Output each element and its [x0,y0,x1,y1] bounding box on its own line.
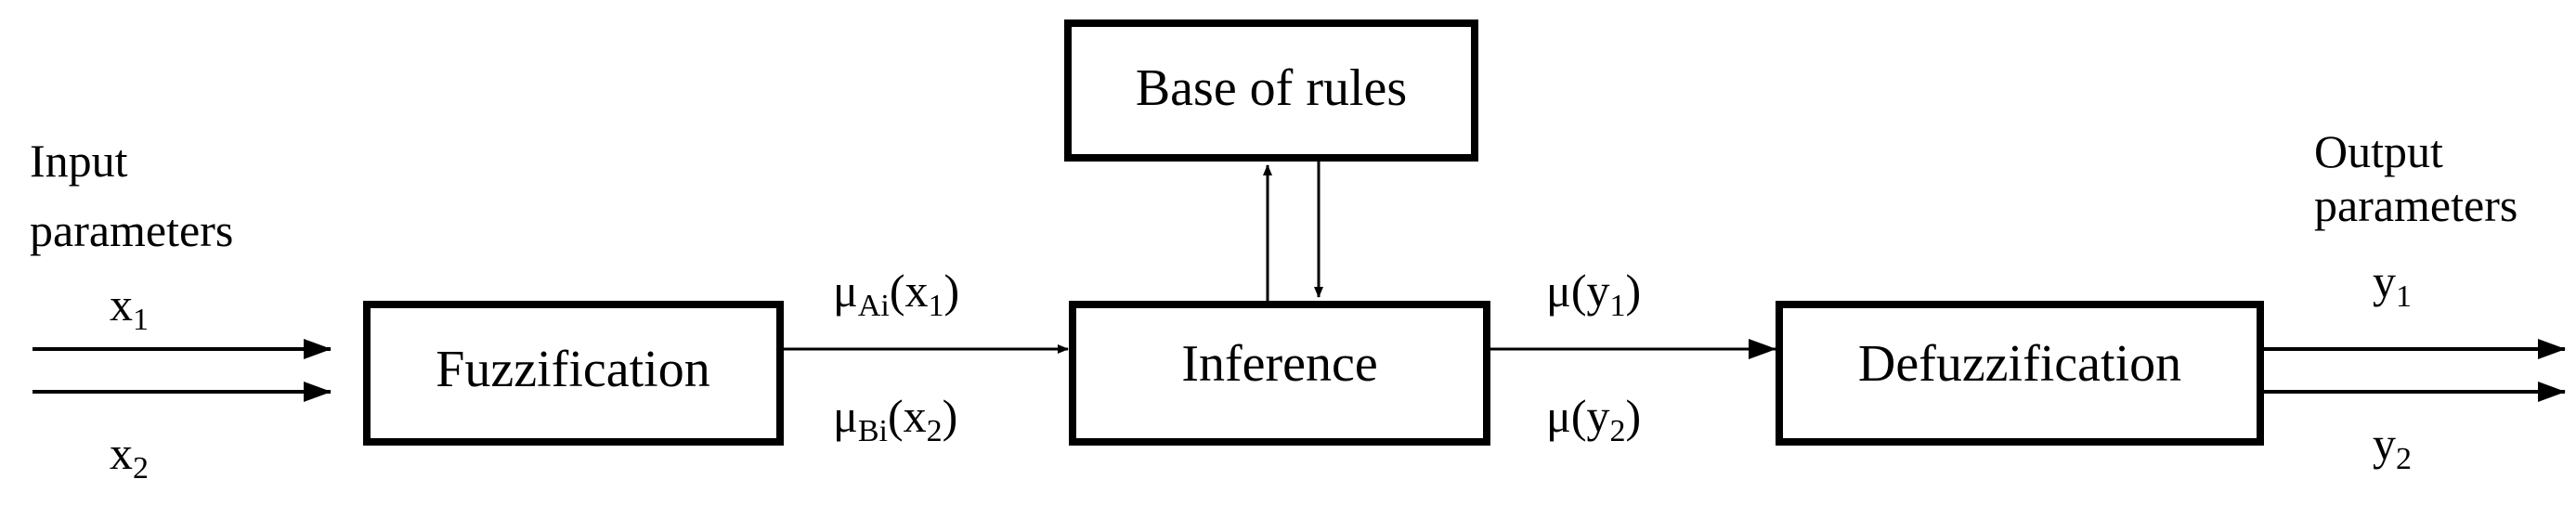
output-y1-label: y1 [2373,255,2412,314]
inference-box [1069,301,1490,446]
output-title-line1: Output [2314,125,2443,177]
membership-mu-y1-label: μ(y1) [1546,265,1641,323]
base-of-rules-label: Base of rules [1136,59,1407,117]
membership-mu-b-label: μBi(x2) [833,390,957,448]
defuzzification-box [1776,301,2264,446]
output-y2-label: y2 [2373,418,2412,476]
defuzzification-label: Defuzzification [1858,335,2181,393]
fuzzification-box [363,301,784,446]
input-title-line2: parameters [30,204,233,256]
input-x2-label: x2 [110,427,149,486]
membership-mu-a-label: μAi(x1) [833,265,959,323]
input-title-line1: Input [30,135,128,187]
fuzzification-label: Fuzzification [436,341,709,398]
inference-label: Inference [1181,335,1377,393]
membership-mu-y2-label: μ(y2) [1546,390,1641,448]
input-x1-label: x1 [110,278,149,337]
base-of-rules-box [1064,19,1478,162]
output-title-line2-text: parameters [2314,179,2517,231]
